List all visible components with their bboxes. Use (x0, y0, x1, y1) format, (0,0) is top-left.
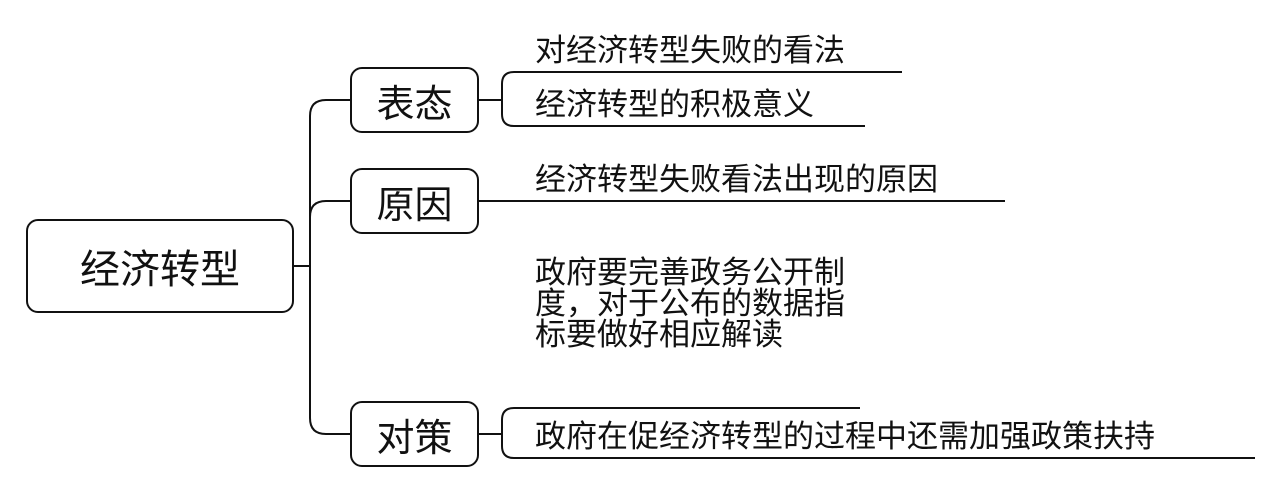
branch-label: 对策 (376, 415, 453, 460)
biaotai-leaf-lines (501, 71, 902, 127)
branch-node-biaotai[interactable]: 表态 (350, 67, 479, 133)
branch-spine (309, 99, 350, 435)
branch-label: 原因 (376, 182, 453, 227)
root-label: 经济转型 (80, 247, 240, 293)
root-node[interactable]: 经济转型 (26, 219, 294, 313)
leaf-text: 经济转型失败看法出现的原因 (535, 162, 938, 198)
branch-connector-yuanyin (309, 200, 350, 218)
branch-node-yuanyin[interactable]: 原因 (350, 168, 479, 234)
leaf-text: 政府在促经济转型的过程中还需加强政策扶持 (535, 419, 1155, 455)
leaf-text: 对经济转型失败的看法 (535, 33, 845, 69)
branch-label: 表态 (376, 81, 453, 126)
leaf-text: 经济转型的积极意义 (535, 87, 814, 123)
leaf-text-multiline: 政府要完善政务公开制度，对于公布的数据指标要做好相应解读 (535, 255, 845, 353)
duice-leaf-lines (501, 407, 1255, 459)
branch-node-duice[interactable]: 对策 (350, 401, 479, 467)
